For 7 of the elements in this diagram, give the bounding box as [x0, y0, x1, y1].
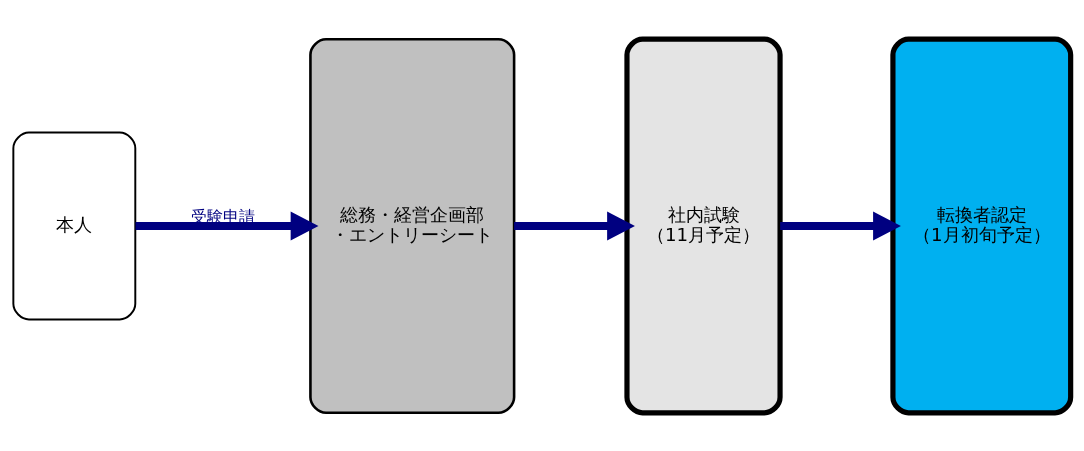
node-box: 社内試験 （11月予定） [624, 36, 783, 415]
arrow [780, 210, 901, 241]
node-box: 本人 [12, 131, 137, 320]
node-box: 総務・経営企画部 ・エントリーシート [309, 37, 516, 414]
node-box: 転換者認定 （1月初旬予定） [890, 36, 1074, 415]
arrow [514, 210, 635, 241]
arrow [135, 210, 319, 241]
